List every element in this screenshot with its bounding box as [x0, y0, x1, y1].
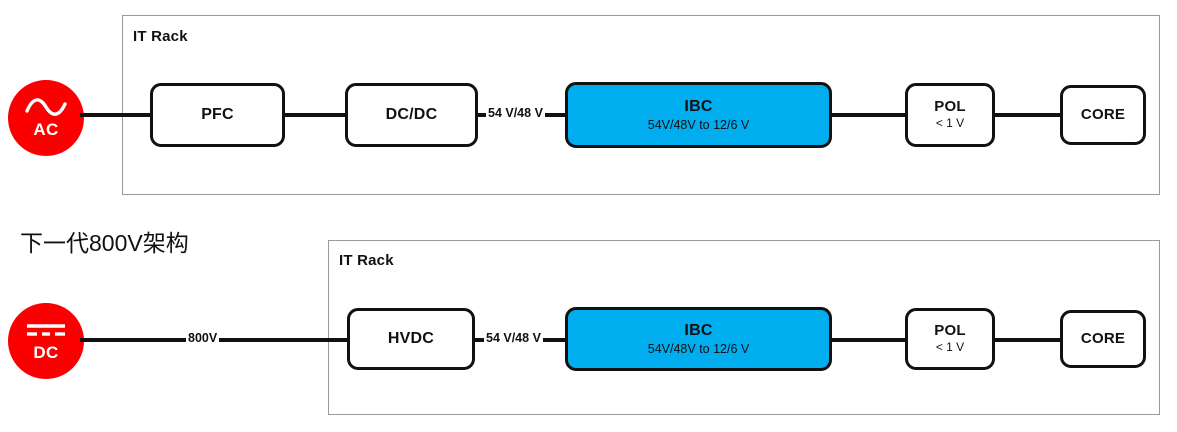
it-rack-top-label: IT Rack	[133, 28, 188, 45]
block-core-bottom[interactable]: CORE	[1060, 310, 1146, 368]
dc-source: DC	[8, 303, 84, 379]
block-core-top[interactable]: CORE	[1060, 85, 1146, 145]
block-pol-bottom-subtitle: < 1 V	[935, 339, 965, 354]
block-pol-top[interactable]: POL < 1 V	[905, 83, 995, 147]
sine-wave-icon	[24, 98, 68, 118]
block-pfc[interactable]: PFC	[150, 83, 285, 147]
wire-label-54v-48v-top: 54 V/48 V	[486, 106, 545, 120]
ac-source: AC	[8, 80, 84, 156]
block-hvdc[interactable]: HVDC	[347, 308, 475, 370]
block-ibc-top-subtitle: 54V/48V to 12/6 V	[647, 118, 750, 133]
block-pol-bottom[interactable]: POL < 1 V	[905, 308, 995, 370]
block-core-top-title: CORE	[1080, 105, 1126, 123]
wire-ac-to-pfc	[80, 113, 152, 117]
ac-source-label: AC	[33, 120, 59, 139]
dc-source-label: DC	[33, 343, 59, 362]
wire-ibc-to-pol	[830, 113, 907, 117]
it-rack-bottom-label: IT Rack	[339, 252, 394, 269]
block-core-bottom-title: CORE	[1080, 329, 1126, 347]
it-rack-top	[122, 15, 1160, 195]
wire-ibc-to-pol-bottom	[830, 338, 907, 342]
wire-pol-to-core-bottom	[993, 338, 1062, 342]
block-ibc-bottom-subtitle: 54V/48V to 12/6 V	[647, 342, 750, 357]
block-pol-bottom-title: POL	[934, 322, 966, 340]
wire-pol-to-core	[993, 113, 1062, 117]
block-dcdc[interactable]: DC/DC	[345, 83, 478, 147]
wire-pfc-to-dcdc	[283, 113, 347, 117]
block-pol-top-subtitle: < 1 V	[935, 115, 965, 130]
block-pol-top-title: POL	[934, 98, 966, 116]
wire-label-54v-48v-bottom: 54 V/48 V	[484, 331, 543, 345]
block-pfc-title: PFC	[201, 106, 234, 124]
block-ibc-bottom[interactable]: IBC 54V/48V to 12/6 V	[565, 307, 832, 371]
it-rack-bottom	[328, 240, 1160, 415]
wire-label-800v: 800V	[186, 331, 220, 345]
block-dcdc-title: DC/DC	[385, 106, 438, 124]
block-ibc-bottom-title: IBC	[684, 321, 713, 339]
dc-bars-icon	[23, 321, 69, 341]
block-ibc-top[interactable]: IBC 54V/48V to 12/6 V	[565, 82, 832, 148]
block-ibc-top-title: IBC	[684, 97, 713, 115]
section-title: 下一代800V架构	[20, 230, 189, 256]
block-hvdc-title: HVDC	[387, 330, 435, 348]
